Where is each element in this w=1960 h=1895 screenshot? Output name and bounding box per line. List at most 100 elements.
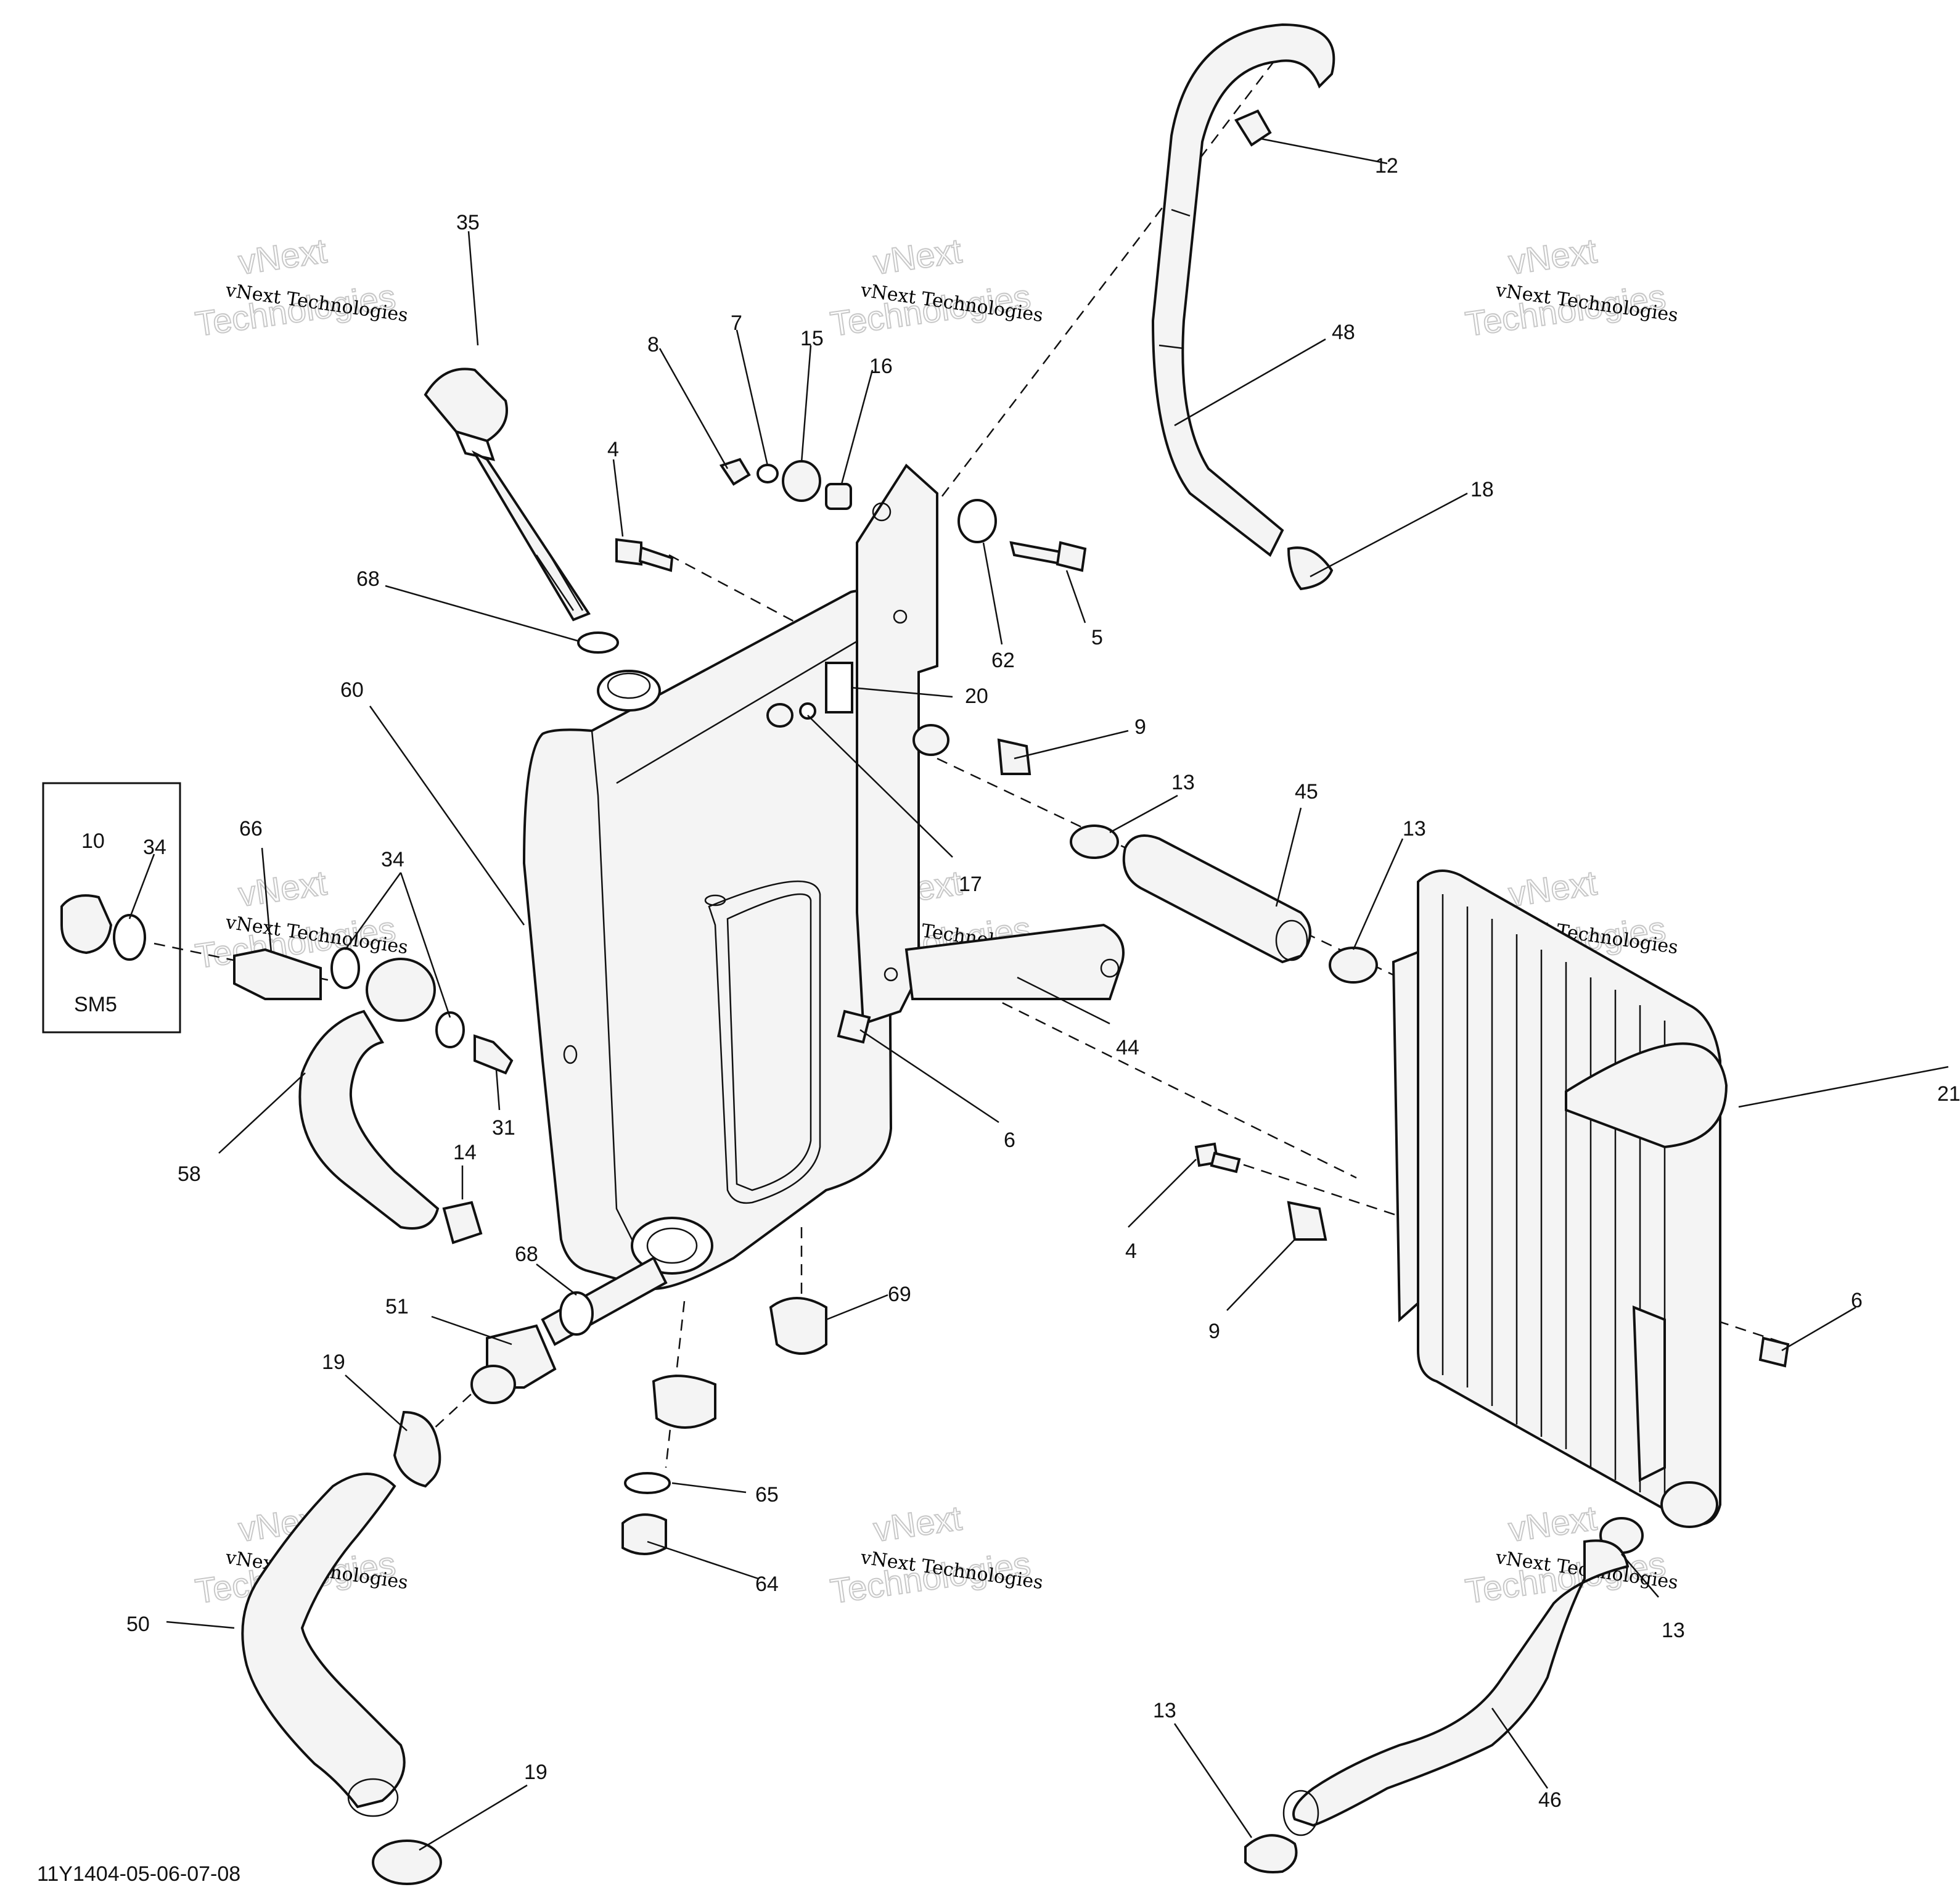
callout-51: 51: [385, 1295, 409, 1318]
bracket-clip: [825, 662, 853, 713]
callout-69: 69: [888, 1283, 911, 1306]
svg-text:vNext: vNext: [871, 231, 964, 282]
callout-50: 50: [126, 1613, 150, 1636]
watermark-8: vNext Technologies vNext Technologies: [827, 1498, 1044, 1611]
outlet-pipe: [470, 1256, 668, 1404]
washer-34-inset: [113, 914, 146, 961]
callout-15: 15: [800, 327, 824, 350]
svg-text:vNext: vNext: [1506, 863, 1599, 914]
callout-13-c: 13: [1662, 1619, 1685, 1642]
callout-45: 45: [1295, 780, 1318, 804]
bolt-31: [474, 1034, 514, 1075]
callout-19-a: 19: [322, 1350, 345, 1374]
callout-20: 20: [965, 684, 988, 708]
plug-10: [60, 894, 113, 955]
clamp-14: [442, 1201, 483, 1244]
inset-sm5: SM5: [42, 782, 181, 1034]
watermark-1: vNext Technologies vNext Technologies: [192, 231, 409, 344]
nut-17: [799, 702, 816, 720]
callout-48: 48: [1332, 321, 1355, 344]
watermark-3: vNext Technologies vNext Technologies: [1462, 231, 1679, 344]
svg-text:vNext: vNext: [236, 863, 329, 914]
mount-arm: [904, 923, 1125, 1000]
callout-68-upper: 68: [356, 567, 380, 591]
clamp-18: [1287, 546, 1334, 591]
clip-nut-9-lower: [1287, 1201, 1327, 1241]
callout-5: 5: [1091, 626, 1103, 649]
callout-18: 18: [1470, 478, 1494, 501]
oil-cooler: [1392, 869, 1728, 1554]
clamp-13-d: [1244, 1834, 1298, 1873]
nut-6-a: [837, 1009, 871, 1044]
callout-68-lower: 68: [515, 1243, 538, 1266]
svg-text:SM5: SM5: [74, 993, 117, 1016]
callout-64: 64: [755, 1572, 779, 1596]
callout-19-b: 19: [524, 1761, 547, 1784]
left-fittings: [233, 947, 514, 1244]
hose-50: [241, 1410, 442, 1885]
clamp-13-a: [1070, 824, 1119, 859]
banjo-fitting: [366, 958, 436, 1022]
tank-fitting: [912, 724, 949, 756]
callout-13-a: 13: [1171, 771, 1195, 794]
callout-34-inset: 34: [143, 836, 166, 859]
bolt-4-upper: [615, 538, 642, 566]
callout-17: 17: [959, 873, 982, 896]
right-hardware: [1194, 1142, 1790, 1368]
hose-48: [1151, 23, 1335, 591]
watermark-4: vNext Technologies vNext Technologies: [192, 863, 409, 976]
hose-45: [1122, 834, 1378, 984]
o-ring-65: [624, 1472, 671, 1494]
clamp-19-b: [372, 1840, 442, 1885]
washer-34-b: [435, 1011, 465, 1048]
callout-31: 31: [492, 1116, 515, 1140]
grommet-69: [769, 1297, 827, 1355]
washer-34-a: [330, 947, 360, 989]
callout-46: 46: [1538, 1788, 1562, 1812]
clamp-19-a: [393, 1410, 441, 1488]
svg-text:vNext: vNext: [1506, 231, 1599, 282]
callout-12: 12: [1375, 154, 1398, 178]
o-ring-68-b: [559, 1291, 594, 1336]
clamp-12: [1234, 109, 1272, 147]
callout-35: 35: [456, 211, 480, 234]
hose-46: [1244, 1539, 1630, 1873]
callout-7: 7: [731, 311, 742, 335]
svg-text:vNext: vNext: [236, 231, 329, 282]
cooler-loop: [1565, 1042, 1728, 1149]
grommet-17: [766, 703, 793, 728]
hose-58: [298, 1009, 440, 1230]
callout-60: 60: [340, 678, 364, 702]
callout-6-b: 6: [1851, 1289, 1863, 1312]
clamp-13-b: [1329, 947, 1378, 984]
callout-10: 10: [81, 829, 105, 853]
dipstick: [424, 368, 619, 654]
callout-9-lower: 9: [1208, 1320, 1220, 1343]
cooler-outlet: [1660, 1481, 1718, 1528]
banjo-bolt-66: [233, 948, 322, 1000]
callout-14: 14: [453, 1141, 477, 1164]
callout-4-upper: 4: [607, 438, 619, 461]
o-ring-68: [577, 631, 619, 654]
callout-13-d: 13: [1153, 1699, 1176, 1722]
bottom-grommets: [621, 1297, 827, 1555]
callout-65: 65: [755, 1483, 779, 1507]
grommet-15: [782, 460, 821, 502]
drawing-code: 11Y1404-05-06-07-08: [37, 1862, 240, 1886]
callout-labels: 35 12 48 18 8 7 15 16 4 5 62 68 20 9 13 …: [81, 154, 1960, 1812]
washer-62: [957, 499, 997, 543]
leader-lines: [128, 138, 1949, 1851]
callout-21: 21: [1937, 1082, 1960, 1106]
clip-nut-9-upper: [997, 738, 1031, 775]
svg-text:vNext: vNext: [871, 1498, 964, 1549]
bolt-6-b: [1758, 1336, 1790, 1368]
nut-8: [719, 458, 751, 486]
drain-plug-64: [621, 1513, 667, 1555]
callout-44: 44: [1116, 1036, 1139, 1059]
callout-6-a: 6: [1004, 1128, 1015, 1152]
washer-7: [757, 464, 779, 483]
callout-8: 8: [647, 333, 659, 356]
tank-bracket: [825, 463, 938, 1026]
filler-neck: [597, 670, 661, 712]
